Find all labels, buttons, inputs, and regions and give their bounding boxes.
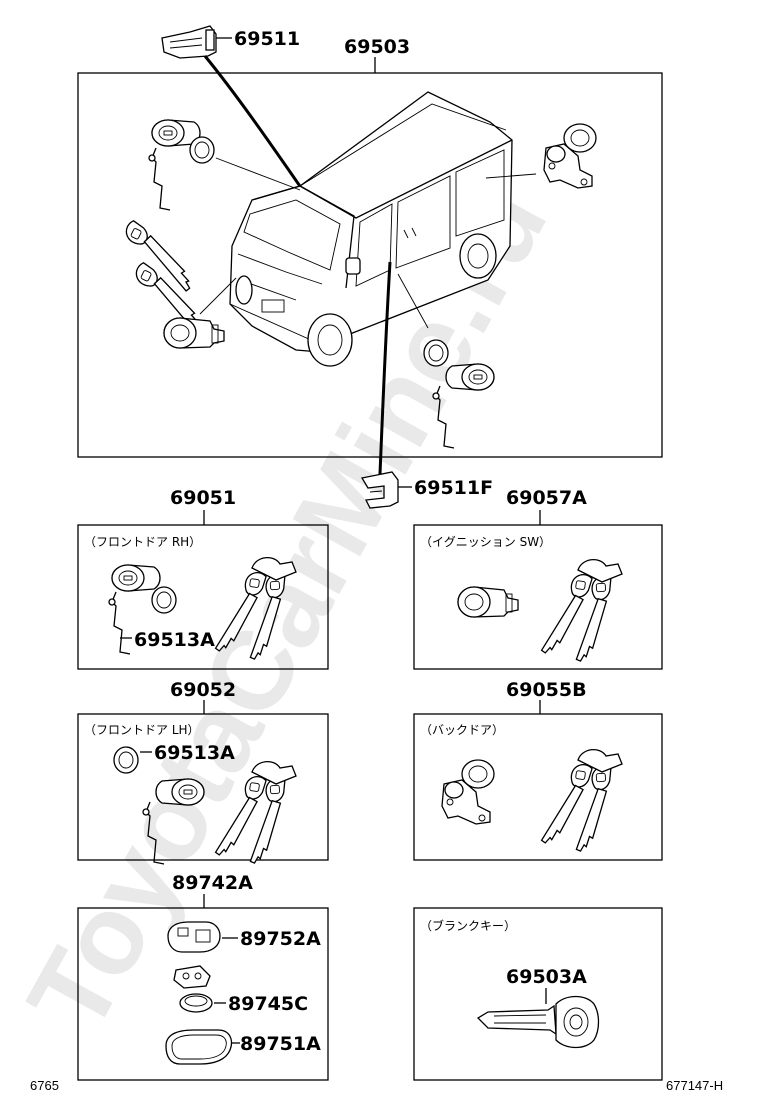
door-lock-rod-left (148, 147, 171, 211)
part-number-69051: 69051 (170, 487, 236, 509)
main-assembly-frame (77, 72, 663, 458)
footer-left-code: 6765 (30, 1078, 59, 1093)
panel-69051: 69051 （フロントドア RH） 69513A (77, 487, 329, 670)
part-number-69513A-lh: 69513A (154, 742, 235, 764)
key-1 (112, 218, 207, 293)
panel-69055B-frame (413, 713, 663, 861)
part-number-69513A-rh: 69513A (134, 629, 215, 651)
footer-right-code: 677147-H (666, 1078, 723, 1093)
panel-89742A: 89742A 89752A 89745C 89751A (77, 872, 329, 1081)
panel-69055B: 69055B （バックドア） (413, 679, 663, 861)
coin-battery (179, 993, 213, 1013)
caption-front-door-rh: （フロントドア RH） (84, 535, 201, 549)
main-assembly: 69503 69511 (77, 25, 663, 509)
part-number-69511F: 69511F (414, 477, 493, 499)
case-cover (165, 1029, 233, 1065)
part-number-69057A: 69057A (506, 487, 587, 509)
van-illustration (229, 91, 513, 367)
caption-blank-key: （ブランクキー） (420, 918, 516, 933)
panel-blank-key: （ブランクキー） 69503A (413, 907, 663, 1081)
caption-ignition-sw: （イグニッション SW） (420, 535, 551, 549)
caption-front-door-lh: （フロントドア LH） (84, 723, 200, 737)
part-number-89745C: 89745C (228, 993, 308, 1015)
panel-69057A-frame (413, 524, 663, 670)
retaining-ring-left (189, 136, 215, 164)
panel-89742A-frame (77, 907, 329, 1081)
part-number-69052: 69052 (170, 679, 236, 701)
bracket-69511-drawing (161, 25, 217, 59)
part-number-69503: 69503 (344, 36, 410, 58)
retaining-ring-right (423, 339, 449, 367)
back-door-lock (543, 123, 597, 189)
caption-back-door: （バックドア） (420, 723, 504, 737)
ignition-cylinder (163, 317, 225, 349)
part-number-69055B: 69055B (506, 679, 587, 701)
part-number-69511: 69511 (234, 28, 300, 50)
door-lock-cylinder-right (445, 363, 495, 391)
button-pad (173, 965, 211, 989)
panel-69052-frame (77, 713, 329, 861)
panel-blank-key-frame (413, 907, 663, 1081)
panel-69051-frame (77, 524, 329, 670)
part-number-89752A: 89752A (240, 928, 321, 950)
panel-69052: 69052 （フロントドア LH） 69513A (77, 679, 329, 865)
part-number-89751A: 89751A (240, 1033, 321, 1055)
transmitter-housing (167, 921, 221, 953)
blank-key-drawing (476, 995, 600, 1049)
part-number-89742A: 89742A (172, 872, 253, 894)
part-number-69503A: 69503A (506, 966, 587, 988)
panel-69057A: 69057A （イグニッション SW） (413, 487, 663, 670)
